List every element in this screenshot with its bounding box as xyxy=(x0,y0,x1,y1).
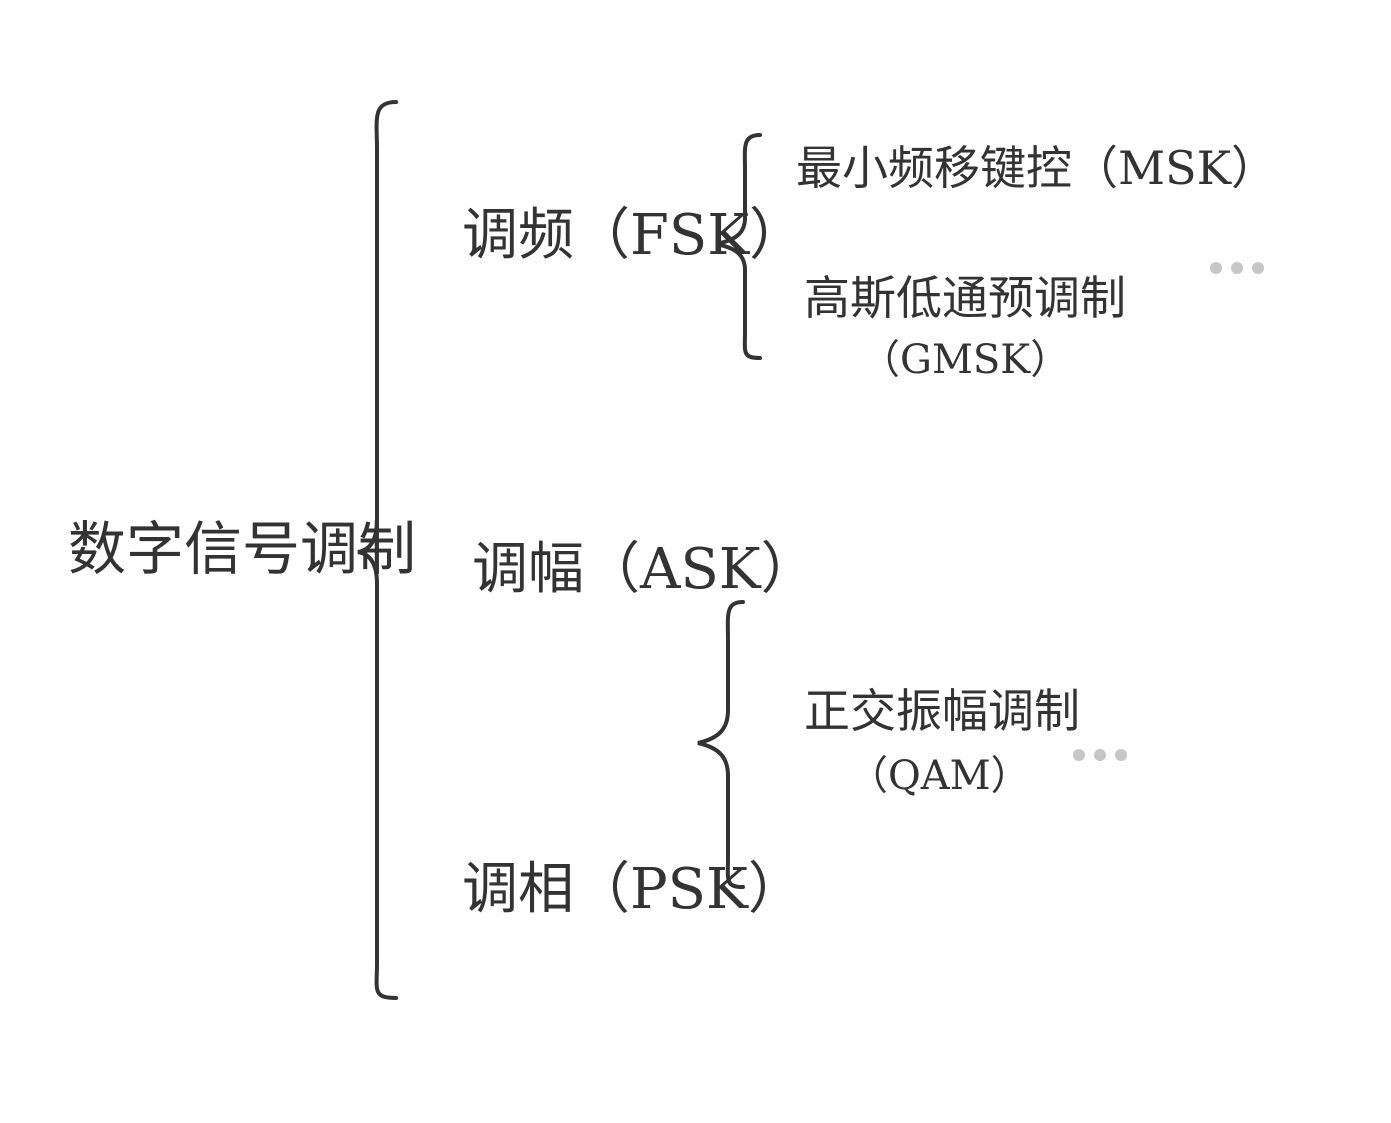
root-brace xyxy=(357,100,398,1000)
ellipsis-dot xyxy=(1115,749,1127,761)
fsk-brace xyxy=(715,133,762,360)
qam-label-line2: （QAM） xyxy=(848,753,1031,799)
psk-label: 调相（PSK） xyxy=(462,857,804,922)
ask-label: 调幅（ASK） xyxy=(472,537,817,602)
ellipsis-dot xyxy=(1210,262,1222,274)
gmsk-label-line1: 高斯低通预调制 xyxy=(804,271,1126,325)
ellipsis-dot xyxy=(1231,262,1243,274)
ellipsis-dot xyxy=(1073,749,1085,761)
fsk-label: 调频（FSK） xyxy=(462,203,806,268)
ellipsis-icon xyxy=(1073,749,1133,761)
ellipsis-dot xyxy=(1252,262,1264,274)
msk-label: 最小频移键控（MSK） xyxy=(796,141,1277,195)
root-label: 数字信号调制 xyxy=(68,515,417,583)
gmsk-label-line2: （GMSK） xyxy=(860,337,1071,383)
ellipsis-icon xyxy=(1210,262,1270,274)
ask-psk-brace xyxy=(697,600,745,889)
ellipsis-dot xyxy=(1094,749,1106,761)
qam-label-line1: 正交振幅调制 xyxy=(804,684,1080,738)
